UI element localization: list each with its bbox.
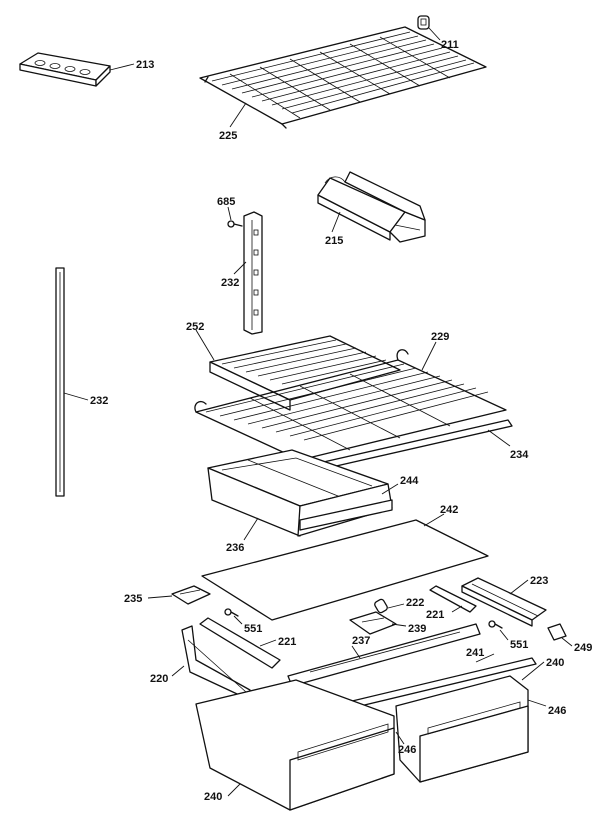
callout-232-left: 232 — [90, 395, 108, 407]
part-235-bracket — [171, 585, 211, 605]
callout-215: 215 — [325, 235, 343, 247]
callout-235: 235 — [124, 593, 142, 605]
part-211-clip — [417, 15, 430, 30]
part-249-bracket — [547, 623, 567, 641]
callout-551-left: 551 — [244, 623, 262, 635]
callout-232-center: 232 — [221, 277, 239, 289]
part-220-support — [181, 625, 251, 701]
part-551-left-screw — [224, 608, 239, 617]
part-223-rail — [461, 577, 547, 627]
callout-241: 241 — [466, 647, 484, 659]
part-232-center-rail — [243, 211, 263, 335]
part-232-left-rail — [55, 267, 65, 497]
callout-237: 237 — [352, 635, 370, 647]
callout-240-right: 240 — [546, 657, 564, 669]
callout-685: 685 — [217, 196, 235, 208]
callout-220: 220 — [150, 673, 168, 685]
part-221-left-divider — [199, 617, 281, 669]
part-222-plug — [374, 598, 388, 614]
callout-244: 244 — [400, 475, 419, 487]
callout-211: 211 — [441, 39, 459, 51]
callout-246-right: 246 — [548, 705, 566, 717]
callout-236: 236 — [226, 542, 244, 554]
part-240-left-drawer — [195, 679, 395, 811]
callout-252: 252 — [186, 321, 204, 333]
part-221-right-divider — [429, 585, 477, 613]
part-685-screw — [227, 220, 243, 228]
part-242-glass — [201, 519, 489, 621]
callout-240-bottom: 240 — [204, 791, 222, 803]
callout-551-right: 551 — [510, 639, 528, 651]
callout-213: 213 — [136, 59, 154, 71]
part-240-right-drawer — [395, 675, 529, 783]
callout-221-right: 221 — [426, 609, 444, 621]
callout-225: 225 — [219, 130, 237, 142]
callout-221-left: 221 — [278, 636, 296, 648]
part-239-bracket — [349, 611, 397, 635]
part-215-bin — [317, 171, 426, 243]
callout-249: 249 — [574, 642, 592, 654]
part-252-cover — [209, 335, 401, 411]
callout-229: 229 — [431, 331, 449, 343]
callout-223: 223 — [530, 575, 548, 587]
part-244-handle — [299, 499, 393, 531]
callout-242: 242 — [440, 504, 458, 516]
part-234-trim — [305, 419, 513, 473]
callout-239: 239 — [408, 623, 426, 635]
callout-246-left: 246 — [398, 744, 416, 756]
part-229-shelf — [194, 349, 507, 461]
part-225-wire-shelf — [199, 26, 487, 129]
part-213-tray — [19, 52, 111, 87]
callout-222: 222 — [406, 597, 424, 609]
part-551-right-screw — [488, 620, 503, 629]
callout-234: 234 — [510, 449, 529, 461]
